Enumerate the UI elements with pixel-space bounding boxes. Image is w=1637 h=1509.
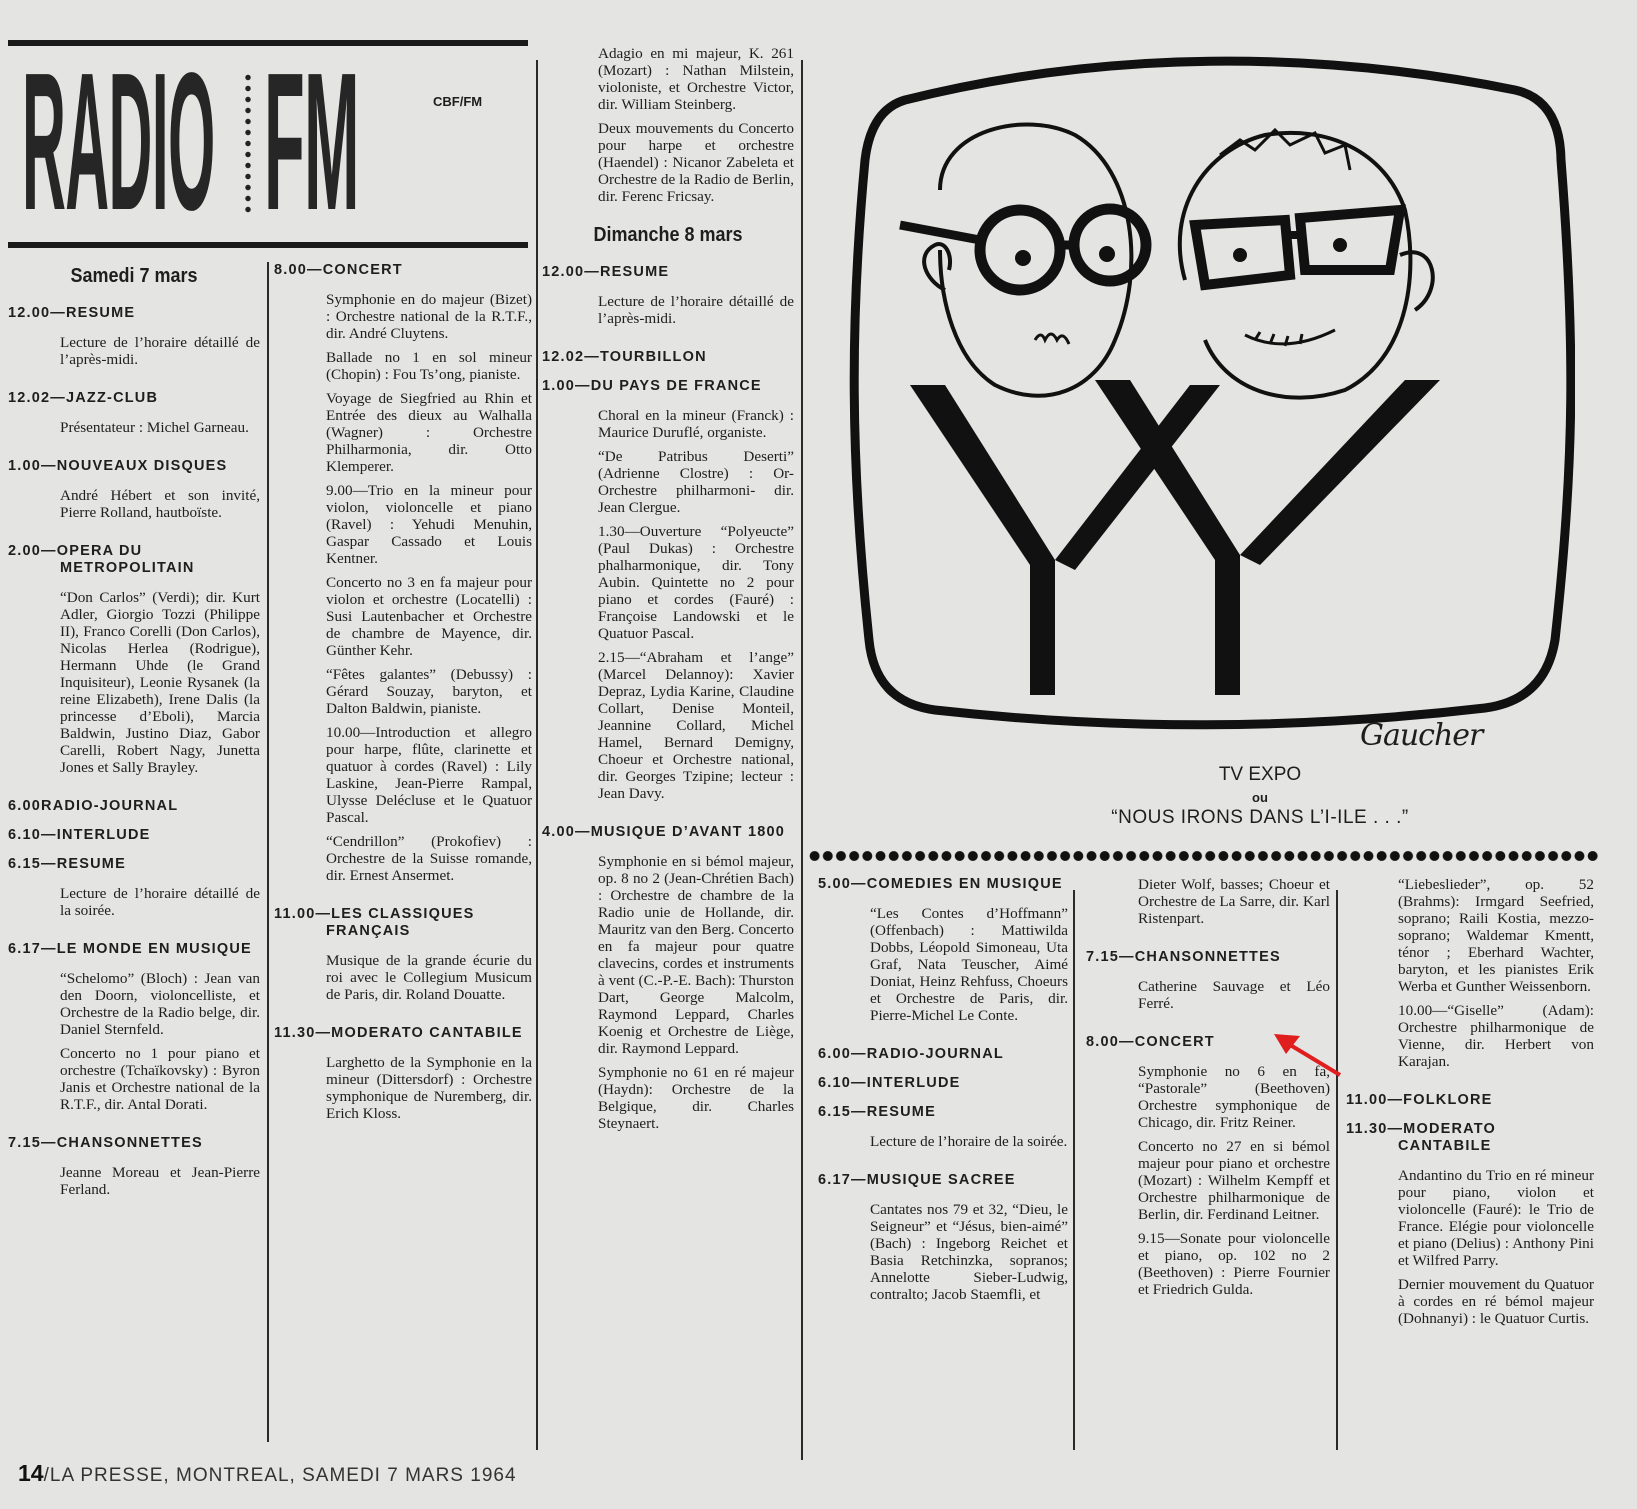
schedule-column-sunday-2: 5.00—COMEDIES EN MUSIQUE “Les Contes d’Ho… bbox=[818, 876, 1068, 1310]
program-description: Concerto no 1 pour piano et orchestre (T… bbox=[60, 1045, 260, 1113]
program-description: Dieter Wolf, basses; Choeur et Orchestre… bbox=[1138, 876, 1330, 927]
footer-dateline: /LA PRESSE, MONTREAL, SAMEDI 7 MARS 1964 bbox=[43, 1465, 517, 1486]
program-description: Symphonie en do majeur (Bizet) : Orchest… bbox=[326, 291, 532, 342]
program-heading: 6.00RADIO-JOURNAL bbox=[8, 798, 179, 814]
program-description: Ballade no 1 en sol mineur (Chopin) : Fo… bbox=[326, 349, 532, 383]
schedule-column-sunday-1: Adagio en mi majeur, K. 261 (Mozart) : N… bbox=[542, 45, 794, 1139]
program-description: Catherine Sauvage et Léo Ferré. bbox=[1138, 978, 1330, 1012]
program-description: Lecture de l’horaire détaillé de l’après… bbox=[598, 293, 794, 327]
caption-or: ou bbox=[1252, 790, 1268, 805]
program-description: Lecture de l’horaire détaillé de l’après… bbox=[60, 334, 260, 368]
program-heading: 12.02—JAZZ-CLUB bbox=[8, 390, 159, 406]
red-arrow-annotation bbox=[1274, 1034, 1342, 1077]
masthead-radio: RADIO bbox=[22, 32, 215, 251]
schedule-column-saturday-2: 8.00—CONCERT Symphonie en do majeur (Bize… bbox=[274, 262, 532, 1129]
program-description: “Schelomo” (Bloch) : Jean van den Doorn,… bbox=[60, 970, 260, 1038]
schedule-column-sunday-3: Dieter Wolf, basses; Choeur et Orchestre… bbox=[1086, 876, 1330, 1305]
program-heading: 6.00—RADIO-JOURNAL bbox=[818, 1046, 1004, 1062]
program-heading: 6.10—INTERLUDE bbox=[818, 1075, 961, 1091]
program-description: Concerto no 27 en si bémol majeur pour p… bbox=[1138, 1138, 1330, 1223]
column-divider bbox=[267, 262, 269, 1442]
program-description: Andantino du Trio en ré mineur pour pian… bbox=[1398, 1167, 1594, 1269]
program-heading: 8.00—CONCERT bbox=[274, 262, 403, 278]
program-heading: 6.17—MUSIQUE SACREE bbox=[818, 1172, 1016, 1188]
program-description: Choral en la mineur (Franck) : Maurice D… bbox=[598, 407, 794, 441]
program-heading: 1.00—NOUVEAUX DISQUES bbox=[8, 458, 228, 474]
dotted-rule bbox=[808, 850, 1600, 862]
program-description: 9.15—Sonate pour violoncelle et piano, o… bbox=[1138, 1230, 1330, 1298]
program-description: “Les Contes d’Hoffmann” (Offenbach) : Ma… bbox=[870, 905, 1068, 1024]
column-divider bbox=[1336, 890, 1338, 1450]
program-description: Dernier mouvement du Quatuor à cordes en… bbox=[1398, 1276, 1594, 1327]
letter-y-logo bbox=[910, 380, 1440, 695]
masthead-top-rule bbox=[8, 40, 528, 46]
masthead-fm: FM bbox=[264, 32, 360, 251]
program-heading: 6.15—RESUME bbox=[8, 856, 126, 872]
masthead-bottom-rule bbox=[8, 242, 528, 248]
program-description: Cantates nos 79 et 32, “Dieu, le Seigneu… bbox=[870, 1201, 1068, 1303]
cartoon-caption: TV EXPO ou “NOUS IRONS DANS L’I-ILE . . … bbox=[1000, 764, 1520, 829]
masthead: RADIO FM bbox=[22, 32, 422, 251]
program-description: Larghetto de la Symphonie en la mineur (… bbox=[326, 1054, 532, 1122]
program-description: 2.15—“Abraham et l’ange” (Marcel Delanno… bbox=[598, 649, 794, 802]
page-number: 14 bbox=[18, 1460, 44, 1486]
program-heading: 7.15—CHANSONNETTES bbox=[1086, 949, 1281, 965]
program-heading: 5.00—COMEDIES EN MUSIQUE bbox=[818, 876, 1063, 892]
program-heading: 12.02—TOURBILLON bbox=[542, 349, 707, 365]
program-description: Adagio en mi majeur, K. 261 (Mozart) : N… bbox=[598, 45, 794, 113]
station-callsign: CBF/FM bbox=[433, 94, 483, 109]
program-heading: 11.30—MODERATO CANTABILE bbox=[1346, 1121, 1497, 1154]
program-description: Jeanne Moreau et Jean-Pierre Ferland. bbox=[60, 1164, 260, 1198]
program-description: Présentateur : Michel Garneau. bbox=[60, 419, 249, 436]
right-face bbox=[1177, 127, 1435, 400]
cartoon-illustration bbox=[849, 56, 1575, 730]
program-heading: 6.15—RESUME bbox=[818, 1104, 936, 1120]
program-description: Voyage de Siegfried au Rhin et Entrée de… bbox=[326, 390, 532, 475]
program-description: 9.00—Trio en la mineur pour violon, viol… bbox=[326, 482, 532, 567]
program-description: Symphonie en si bémol majeur, op. 8 no 2… bbox=[598, 853, 794, 1057]
program-description: Symphonie no 61 en ré majeur (Haydn): Or… bbox=[598, 1064, 794, 1132]
program-description: Deux mouvements du Concerto pour harpe e… bbox=[598, 120, 794, 205]
page-footer: 14/LA PRESSE, MONTREAL, SAMEDI 7 MARS 19… bbox=[18, 1460, 517, 1487]
column-divider bbox=[801, 60, 803, 1460]
program-heading: 12.00—RESUME bbox=[8, 305, 136, 321]
program-heading: 1.00—DU PAYS DE FRANCE bbox=[542, 378, 762, 394]
program-description: 1.30—Ouverture “Polyeucte” (Paul Dukas) … bbox=[598, 523, 794, 642]
program-description: “De Patribus Deserti” (Adrienne Clostre)… bbox=[598, 448, 794, 516]
column-divider bbox=[536, 60, 538, 1450]
caption-subtitle: “NOUS IRONS DANS L’I-ILE . . .” bbox=[1111, 807, 1409, 828]
artist-signature: Gaucher bbox=[1360, 718, 1483, 753]
day-heading: Dimanche 8 mars bbox=[593, 224, 743, 246]
program-heading: 12.00—RESUME bbox=[542, 264, 670, 280]
program-description: Lecture de l’horaire détaillé de la soir… bbox=[60, 885, 260, 919]
program-description: “Don Carlos” (Verdi); dir. Kurt Adler, G… bbox=[60, 589, 260, 776]
left-face bbox=[899, 122, 1152, 398]
program-heading: 11.30—MODERATO CANTABILE bbox=[274, 1025, 523, 1041]
program-heading: 4.00—MUSIQUE D’AVANT 1800 bbox=[542, 824, 785, 840]
caption-title: TV EXPO bbox=[1218, 764, 1302, 785]
program-description: Lecture de l’horaire de la soirée. bbox=[870, 1133, 1068, 1150]
masthead-dot-separator bbox=[244, 72, 252, 214]
program-description: “Cendrillon” (Prokofiev) : Orchestre de … bbox=[326, 833, 532, 884]
program-heading: 11.00—LES CLASSIQUES FRANÇAIS bbox=[274, 906, 475, 939]
program-description: Musique de la grande écurie du roi avec … bbox=[326, 952, 532, 1003]
program-heading: 2.00—OPERA DU METROPOLITAIN bbox=[8, 543, 195, 576]
program-description: Concerto no 3 en fa majeur pour violon e… bbox=[326, 574, 532, 659]
program-description: André Hébert et son invité, Pierre Rolla… bbox=[60, 487, 260, 521]
program-description: 10.00—Introduction et allegro pour harpe… bbox=[326, 724, 532, 826]
schedule-column-saturday-1: Samedi 7 mars 12.00—RESUME Lecture de l’ho… bbox=[8, 265, 260, 1205]
program-description: “Fêtes galantes” (Debussy) : Gérard Souz… bbox=[326, 666, 532, 717]
program-heading: 11.00—FOLKLORE bbox=[1346, 1092, 1493, 1108]
day-heading: Samedi 7 mars bbox=[70, 265, 198, 287]
program-heading: 6.10—INTERLUDE bbox=[8, 827, 151, 843]
program-heading: 8.00—CONCERT bbox=[1086, 1034, 1215, 1050]
program-heading: 7.15—CHANSONNETTES bbox=[8, 1135, 203, 1151]
column-divider bbox=[1073, 890, 1075, 1450]
program-description: “Liebeslieder”, op. 52 (Brahms): Irmgard… bbox=[1398, 876, 1594, 995]
program-description: Symphonie no 6 en fa, “Pastorale” (Beeth… bbox=[1138, 1063, 1330, 1131]
program-heading: 6.17—LE MONDE EN MUSIQUE bbox=[8, 941, 252, 957]
tv-screen-outline bbox=[849, 56, 1575, 730]
program-description: 10.00—“Giselle” (Adam): Orchestre philha… bbox=[1398, 1002, 1594, 1070]
schedule-column-sunday-4: “Liebeslieder”, op. 52 (Brahms): Irmgard… bbox=[1346, 876, 1594, 1334]
